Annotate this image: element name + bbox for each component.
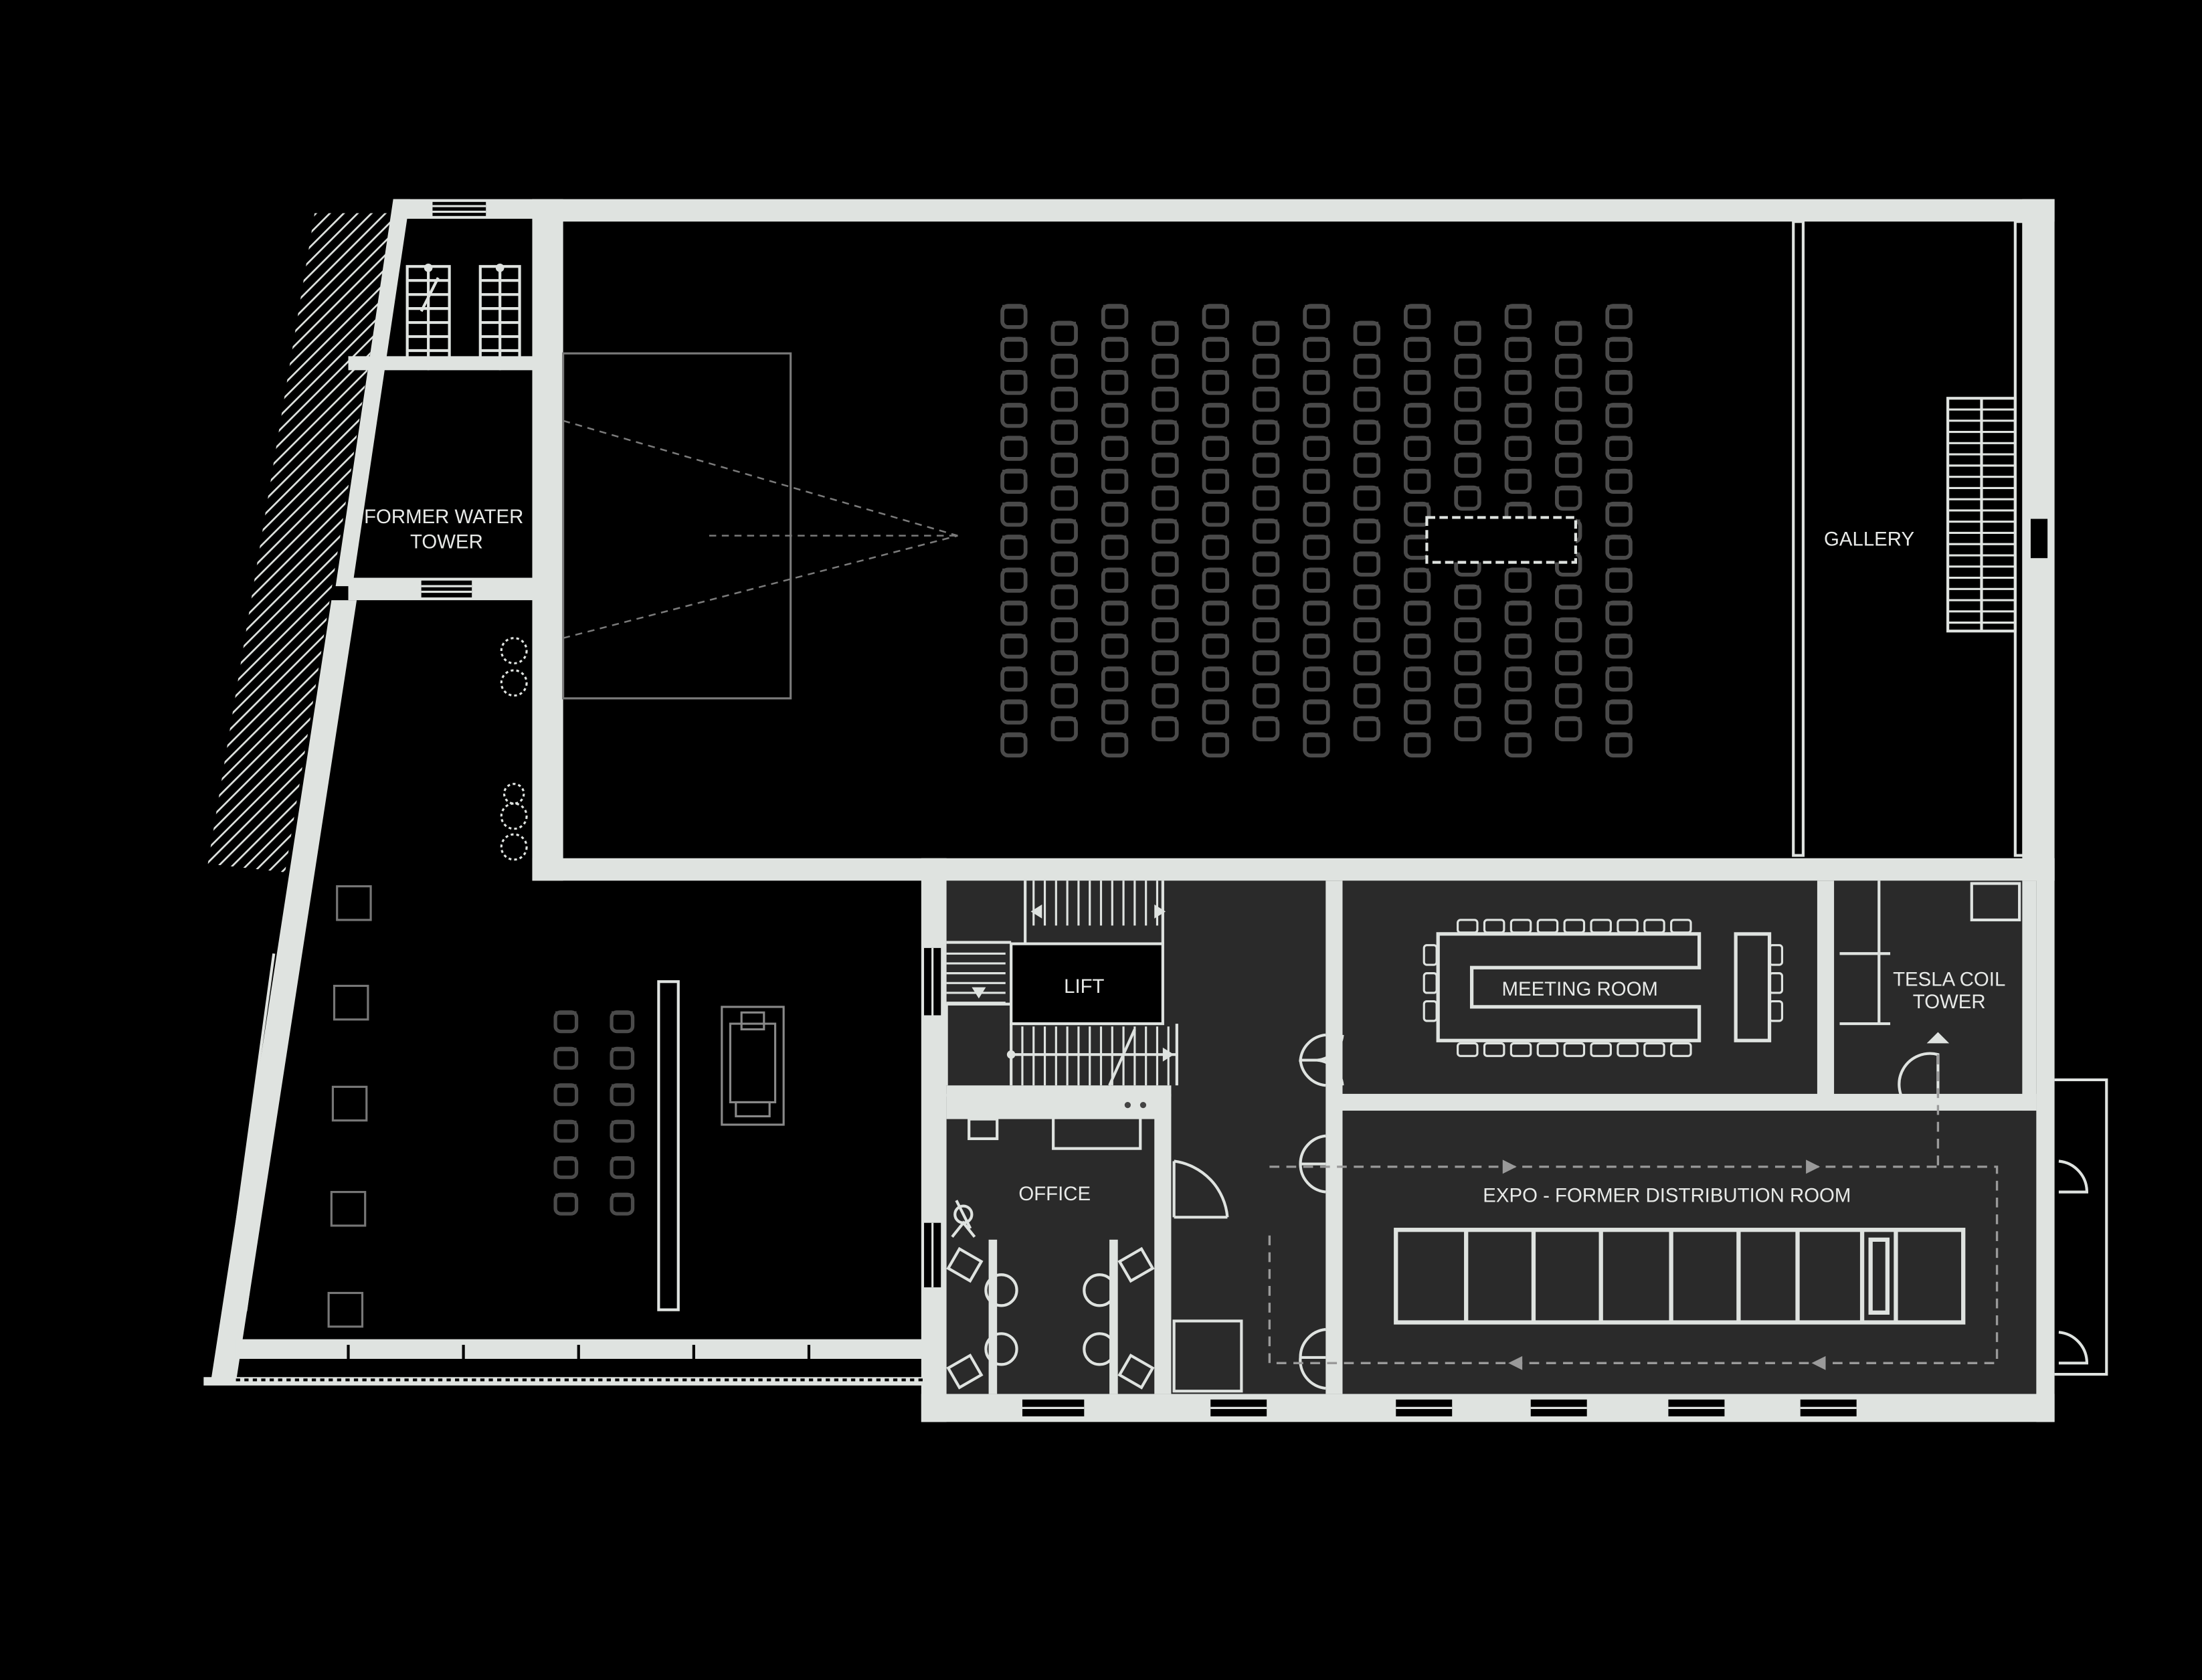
projection-zone [562, 352, 958, 700]
meeting-chair [1457, 919, 1479, 934]
foyer-window-mullions [347, 1345, 811, 1360]
hatched-embankment [207, 213, 393, 872]
label-tesla-1: TESLA COIL [1893, 969, 2005, 991]
meeting-chair [1563, 1042, 1586, 1057]
foyer-columns [327, 885, 372, 1328]
meeting-chair [1509, 919, 1532, 934]
control-desk [1425, 516, 1578, 564]
gallery-stair-treads [1948, 408, 2015, 624]
meeting-chair [1457, 1042, 1479, 1057]
meeting-chair [1768, 944, 1784, 966]
meeting-chair [1590, 1042, 1612, 1057]
tesla-tower-details [1839, 880, 2021, 1107]
label-office: OFFICE [1018, 1183, 1091, 1205]
tesla-arrow [1926, 1032, 1950, 1044]
meeting-chair [1423, 1000, 1438, 1022]
meeting-chair [1643, 1042, 1665, 1057]
dotted-planters [500, 637, 528, 861]
expo-display-cases [1394, 1228, 1966, 1325]
meeting-chair [1423, 944, 1438, 966]
meeting-chair [1670, 919, 1692, 934]
meeting-chair [1483, 919, 1505, 934]
meeting-chair [1509, 1042, 1532, 1057]
meeting-chair [1536, 1042, 1559, 1057]
label-meeting-room: MEETING ROOM [1502, 978, 1658, 1000]
window-openings [421, 201, 2048, 1416]
meeting-chair [1563, 919, 1586, 934]
west-facade-glazing [223, 953, 296, 1312]
lift-area [945, 880, 1178, 1087]
expo-path-arrows [1502, 1159, 1826, 1370]
label-water-tower-2: TOWER [410, 531, 483, 553]
meeting-chairs [1423, 919, 1784, 1057]
label-lift: LIFT [1064, 975, 1104, 998]
office-furniture [946, 1116, 1243, 1393]
small-markers [1124, 1102, 1147, 1109]
lift-arrows [972, 904, 1174, 1062]
water-tower-stairs [405, 265, 521, 368]
corridor-doors [1299, 1033, 1344, 1390]
gallery-stair [1946, 397, 2017, 633]
label-water-tower-1: FORMER WATER [364, 506, 523, 528]
meeting-chair [1423, 972, 1438, 994]
stair-nodes [424, 264, 504, 371]
foyer-machine [721, 1006, 785, 1126]
meeting-chair [1536, 919, 1559, 934]
meeting-chair [1670, 1042, 1692, 1057]
label-gallery: GALLERY [1824, 528, 1914, 550]
east-annex [2054, 1078, 2108, 1376]
meeting-chair [1617, 919, 1639, 934]
meeting-chair [1590, 919, 1612, 934]
office-door [1172, 1159, 1229, 1219]
meeting-chair [1768, 1000, 1784, 1022]
meeting-chair [1643, 919, 1665, 934]
room-labels: FORMER WATER TOWER GALLERY LIFT MEETING … [364, 506, 2005, 1206]
lift-stair-treads [946, 880, 1170, 1086]
meeting-chair [1483, 1042, 1505, 1057]
foyer-bar [657, 980, 680, 1311]
label-expo: EXPO - FORMER DISTRIBUTION ROOM [1483, 1184, 1851, 1206]
meeting-chair [1617, 1042, 1639, 1057]
label-tesla-2: TOWER [1913, 991, 1986, 1013]
meeting-chair [1768, 972, 1784, 994]
expo-circulation-path [1268, 1054, 1999, 1364]
